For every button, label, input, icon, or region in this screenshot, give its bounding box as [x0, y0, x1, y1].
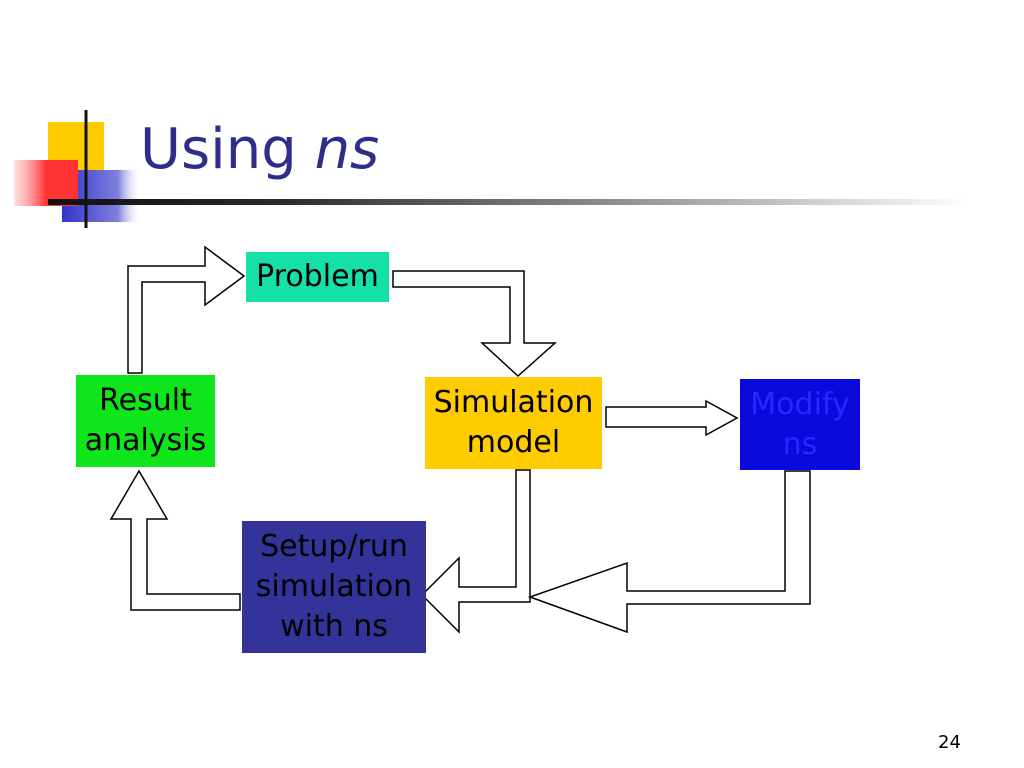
- title-underline: [48, 199, 968, 205]
- arrow-result-to-problem: [127, 245, 246, 374]
- node-simulation-model-label: Simulation model: [433, 385, 594, 460]
- arrow-simulation-to-modify: [605, 399, 739, 437]
- node-problem: Problem: [246, 252, 389, 302]
- node-modify-ns-label: Modify ns: [750, 386, 850, 462]
- node-result-analysis: Result analysis: [76, 375, 215, 467]
- page-number: 24: [938, 732, 961, 753]
- node-setup-run-simulation: Setup/run simulation with ns: [242, 521, 426, 653]
- slide-title: Using ns: [140, 122, 379, 178]
- node-modify-ns: Modify ns: [740, 379, 860, 470]
- slide-logo-decoration: [14, 110, 142, 228]
- node-simulation-model: Simulation model: [425, 377, 602, 469]
- arrow-modify-to-setup: [527, 470, 811, 634]
- node-setup-run-simulation-label: Setup/run simulation with ns: [255, 529, 413, 644]
- node-problem-label: Problem: [256, 259, 379, 294]
- slide-title-emphasis: ns: [314, 117, 380, 182]
- arrow-simulation-to-setup: [420, 469, 531, 634]
- slide-title-prefix: Using: [140, 117, 315, 182]
- arrow-problem-to-simulation: [392, 270, 557, 378]
- logo-red-square: [14, 160, 78, 206]
- arrow-setup-to-result: [109, 469, 241, 611]
- node-result-analysis-label: Result analysis: [84, 383, 207, 458]
